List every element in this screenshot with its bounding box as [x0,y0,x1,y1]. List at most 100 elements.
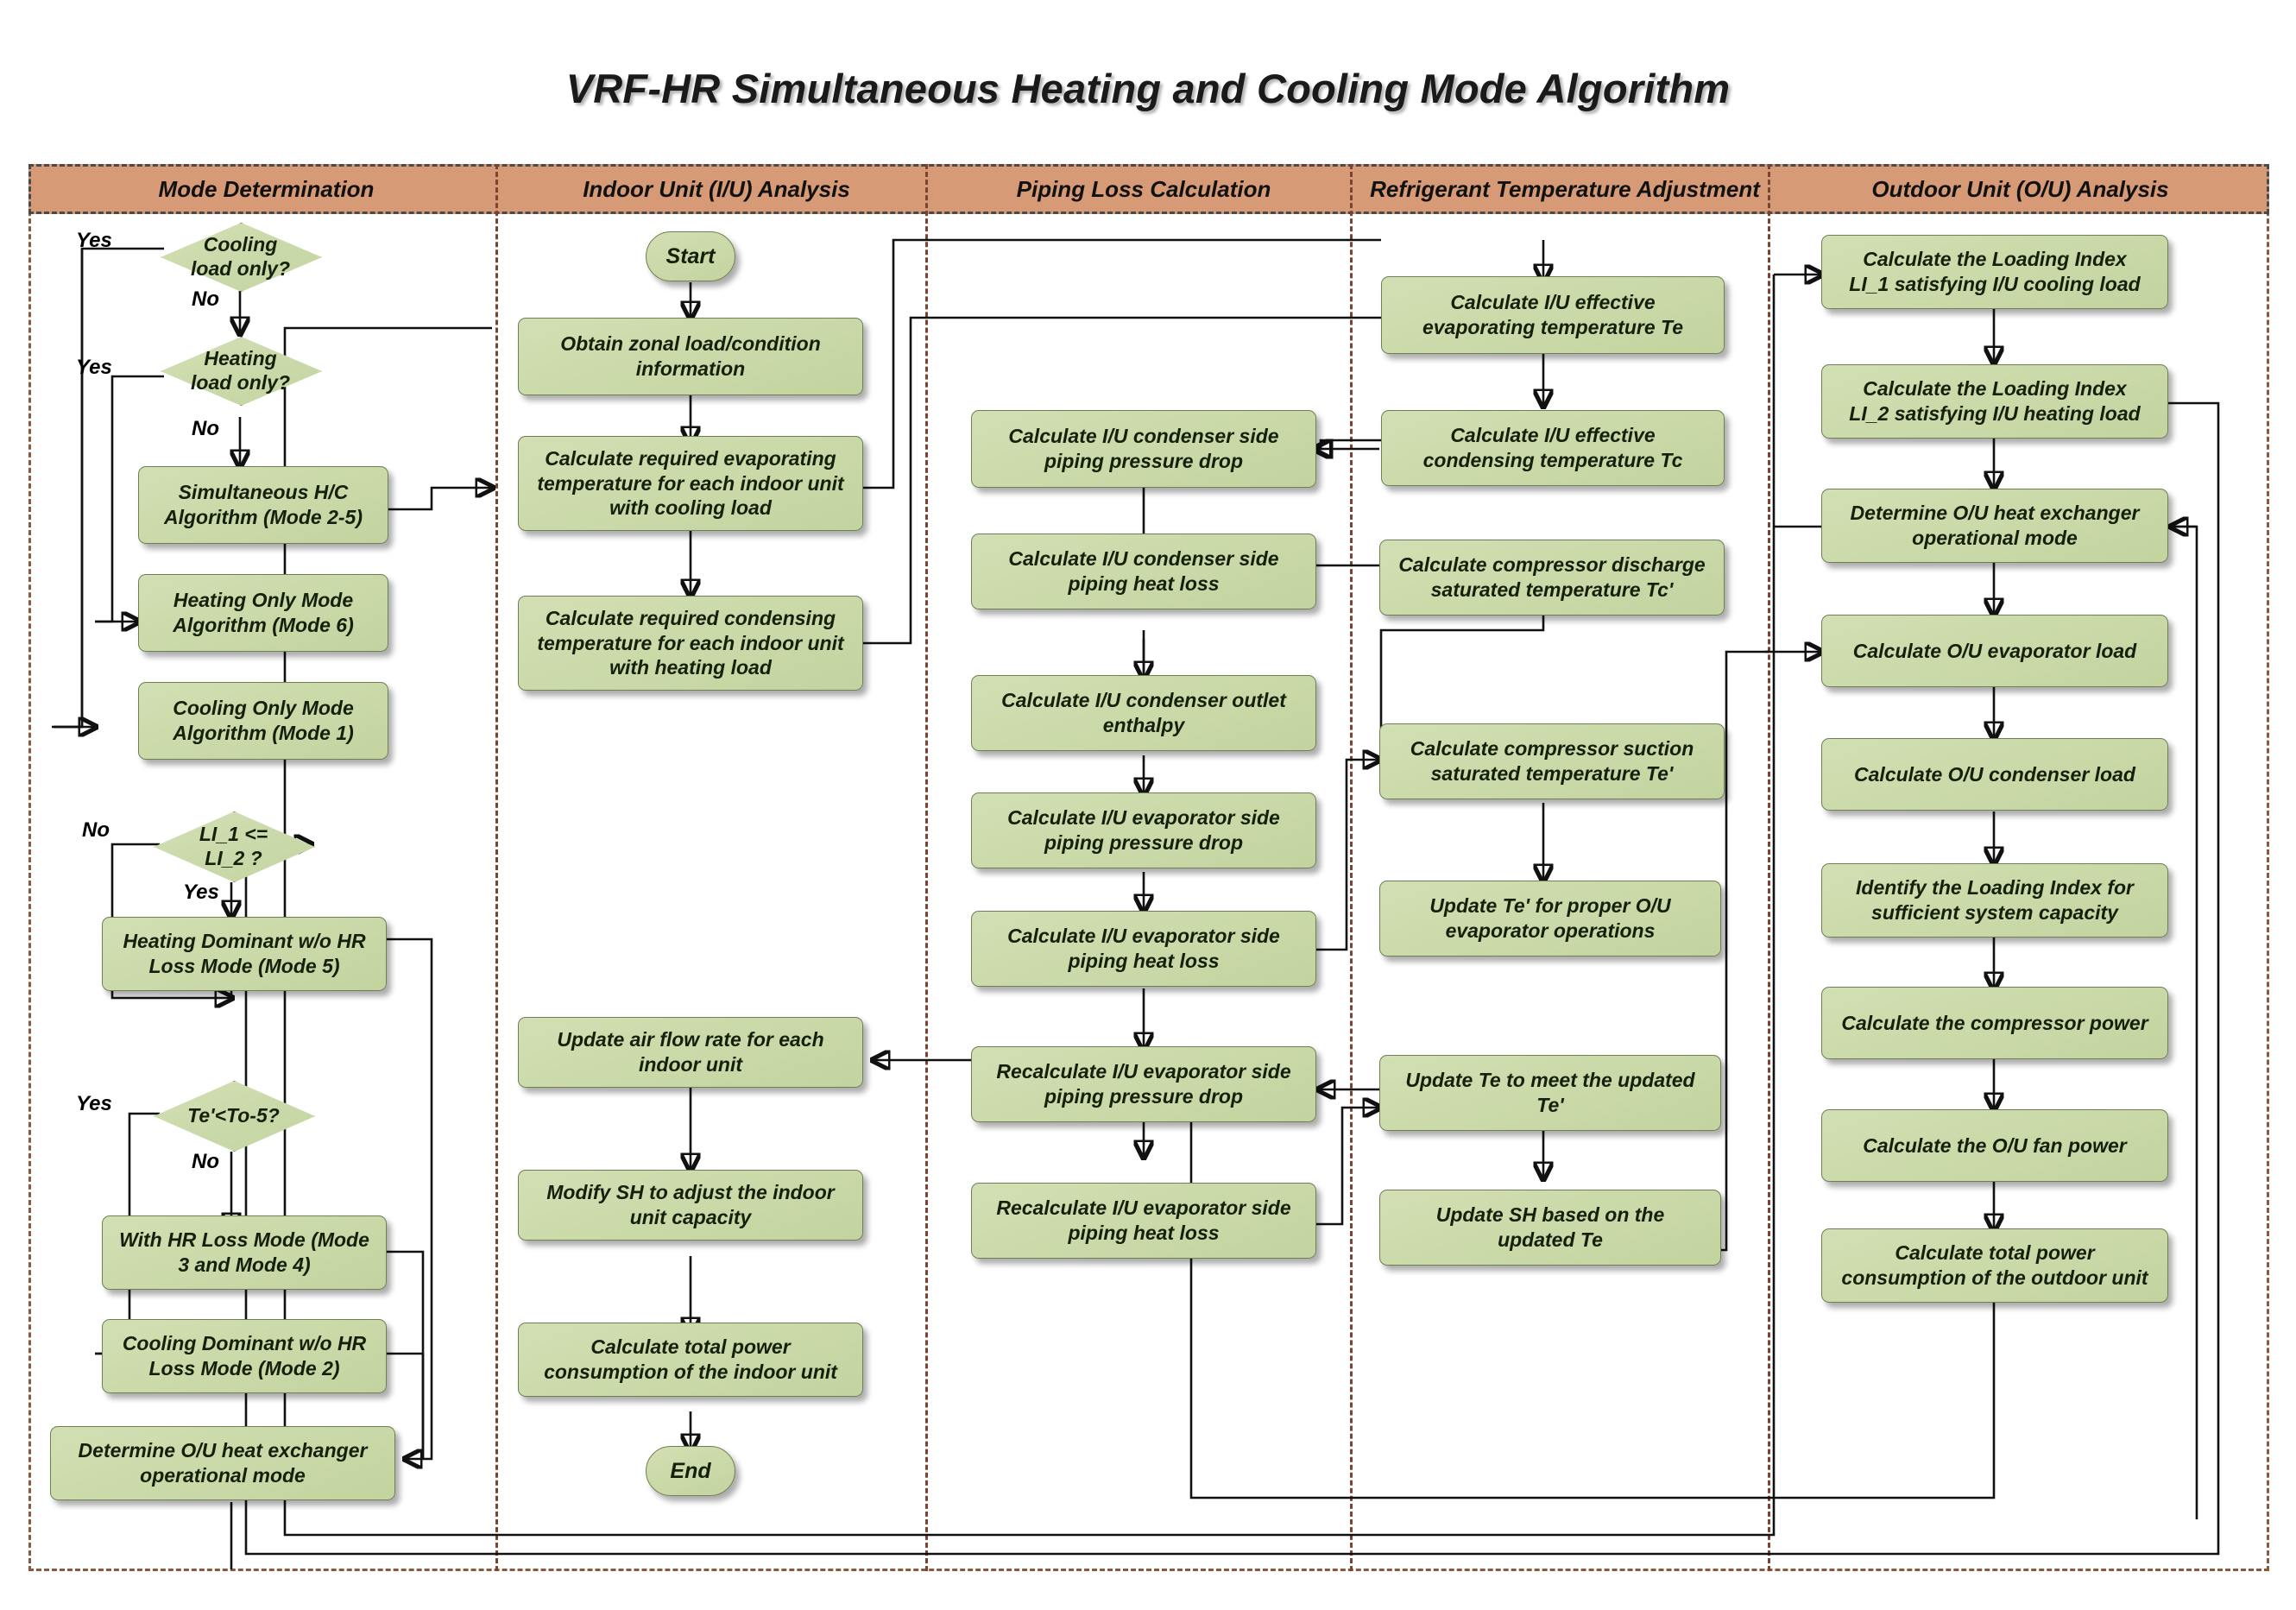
node-ou-condenser-load[interactable]: Calculate O/U condenser load [1821,738,2168,811]
swimlane-header-band: Mode Determination Indoor Unit (I/U) Ana… [28,164,2269,214]
node-label: Calculate O/U evaporator load [1852,639,2137,662]
swimlane-header-outdoor-unit: Outdoor Unit (O/U) Analysis [1871,175,2169,202]
swimlane-divider-2 [925,164,928,1571]
swimlane-header-indoor-unit: Indoor Unit (I/U) Analysis [583,175,850,202]
decision-te-lt-to-minus-5-label: Te'<To-5? [187,1103,280,1127]
node-label: Calculate O/U condenser load [1854,762,2135,786]
node-ou-evaporator-load[interactable]: Calculate O/U evaporator load [1821,615,2168,687]
edge-label-heating-yes: Yes [76,356,112,379]
decision-li1-le-li2-label: LI_1 <=LI_2 ? [199,822,268,869]
node-compressor-power[interactable]: Calculate the compressor power [1821,987,2168,1059]
node-label: Start [665,243,716,268]
node-end[interactable]: End [646,1446,735,1496]
edge-label-li-no: No [82,818,110,842]
edge-label-cooling-yes: Yes [76,229,112,252]
swimlane-divider-3 [1350,164,1353,1571]
decision-te-lt-to-minus-5[interactable]: Te'<To-5? [154,1081,315,1152]
node-label: Calculate the compressor power [1841,1011,2148,1034]
node-ou-fan-power[interactable]: Calculate the O/U fan power [1821,1109,2168,1182]
swimlane-divider-4 [1768,164,1770,1571]
node-label: End [670,1458,711,1483]
edge-label-li-yes: Yes [183,881,219,904]
swimlane-divider-1 [495,164,498,1571]
node-start[interactable]: Start [646,231,735,281]
swimlane-header-piping-loss: Piping Loss Calculation [1016,175,1271,202]
edge-label-te-yes: Yes [76,1092,112,1115]
decision-li1-le-li2[interactable]: LI_1 <=LI_2 ? [154,811,315,882]
edge-label-cooling-no: No [192,287,219,311]
page-title: VRF-HR Simultaneous Heating and Cooling … [565,66,1731,111]
swimlane-header-refrigerant-temp: Refrigerant Temperature Adjustment [1370,175,1760,202]
edge-label-heating-no: No [192,417,219,440]
edge-label-te-no: No [192,1150,219,1173]
node-label: Calculate the O/U fan power [1863,1133,2127,1157]
